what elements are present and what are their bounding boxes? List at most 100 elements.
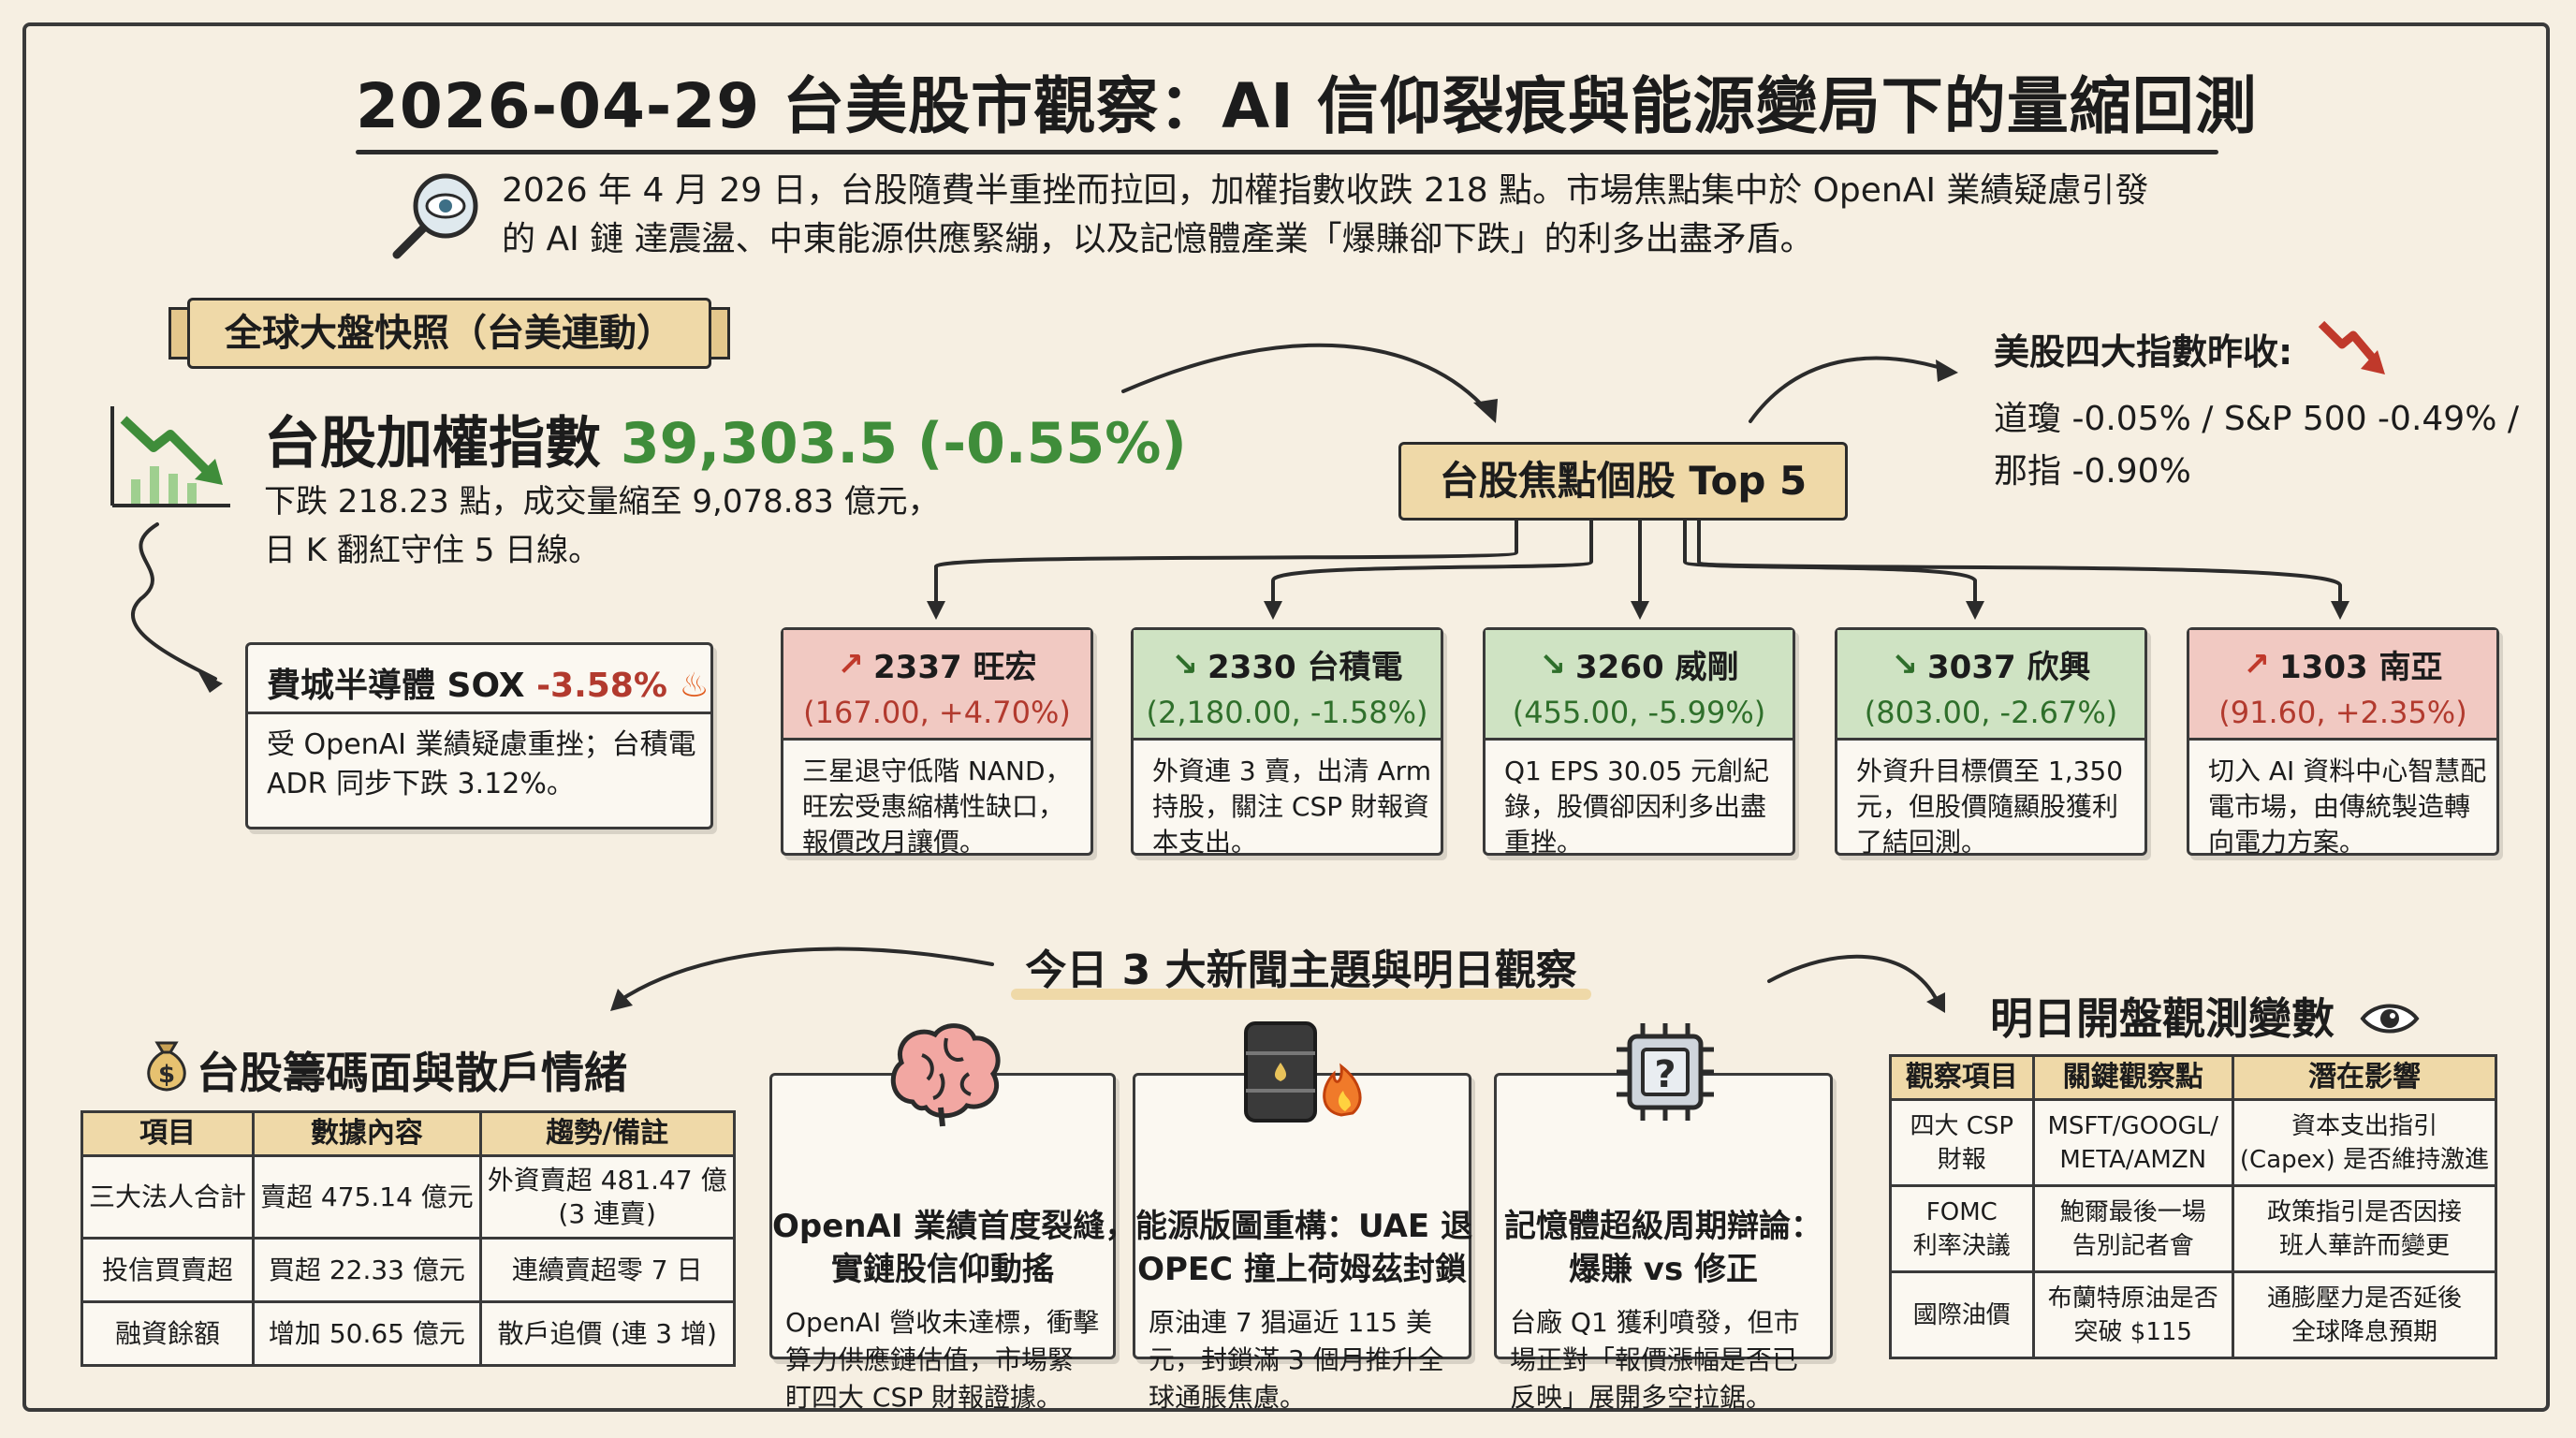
- table-cell: 三大法人合計: [80, 1154, 256, 1240]
- stock-desc: 外資連 3 賣，出清 Arm 持股，關注 CSP 財報資 本支出。: [1134, 741, 1441, 873]
- stock-desc-line: 外資連 3 賣，出清 Arm: [1152, 756, 1431, 786]
- taiex-value: 39,303.5 (-0.55%): [620, 411, 1187, 477]
- stock-desc: Q1 EPS 30.05 元創紀 錄，股價卻因利多出盡 重挫。: [1486, 741, 1793, 873]
- snapshot-banner-wrap: 全球大盤快照（台美連動）: [168, 298, 730, 382]
- stock-card: ↗2337 旺宏 (167.00, +4.70%) 三星退守低階 NAND， 旺…: [781, 627, 1093, 858]
- theme-body-line: 場正對「報價漲幅是否已: [1510, 1344, 1799, 1375]
- cell-line: 利率決議: [1912, 1231, 2011, 1260]
- stock-name: 1303 南亞: [2279, 649, 2443, 686]
- cell-line: (Capex) 是否維持激進: [2239, 1145, 2489, 1174]
- table-header-row: 項目 數據內容 趨勢/備註: [80, 1110, 736, 1157]
- trend-down-icon: [2318, 320, 2385, 374]
- theme-title: OpenAI 業績首度裂縫， 實鏈股信仰動搖: [772, 1205, 1136, 1291]
- trend-down-icon: ↘: [1171, 645, 1199, 683]
- table-cell: 連續賣超零 7 日: [478, 1237, 736, 1303]
- fire-icon: ♨: [679, 667, 710, 705]
- page-frame: [22, 22, 2550, 1412]
- stock-desc: 外資升目標價至 1,350 元，但股價隨顯股獲利 了結回測。: [1837, 741, 2144, 873]
- stock-price: (455.00, -5.99%): [1512, 695, 1766, 730]
- stock-name: 3037 欣興: [1927, 649, 2091, 686]
- cell-line: 財報: [1937, 1145, 1986, 1174]
- theme-title: 記憶體超級周期辯論： 爆賺 vs 修正: [1497, 1205, 1830, 1291]
- table-header: 潛在影響: [2231, 1054, 2498, 1101]
- stock-name-row: ↗2337 旺宏: [783, 641, 1090, 687]
- theme-card: 能源版圖重構：UAE 退 OPEC 撞上荷姆茲封鎖 原油連 7 猖逼近 115 …: [1133, 1021, 1472, 1413]
- trend-up-icon: ↗: [2243, 645, 2271, 683]
- theme-body-line: 反映」展開多空拉鋸。: [1510, 1382, 1773, 1413]
- us-indices-label: 美股四大指數昨收:: [1994, 331, 2293, 373]
- theme-body-line: 台廠 Q1 獲利噴發，但市: [1510, 1307, 1800, 1338]
- table-header-row: 觀察項目 關鍵觀察點 潛在影響: [1889, 1054, 2498, 1101]
- intro-text: 2026 年 4 月 29 日，台股隨費半重挫而拉回，加權指數收跌 218 點。…: [502, 167, 2280, 264]
- eye-icon: [2360, 1004, 2420, 1034]
- stock-name-row: ↗1303 南亞: [2189, 641, 2496, 687]
- stock-desc-line: 元，但股價隨顯股獲利: [1856, 791, 2119, 822]
- table-cell: 散戶追價 (連 3 增): [478, 1300, 736, 1367]
- observe-section-title: 明日開盤觀測變數: [1990, 985, 2421, 1047]
- trend-up-icon: ↗: [837, 645, 865, 683]
- cell-line: 班人華許而變更: [2278, 1231, 2450, 1260]
- sox-desc-line-1: 受 OpenAI 業績疑慮重挫；台積電: [267, 728, 696, 761]
- table-cell: 國際油價: [1889, 1270, 2035, 1359]
- stock-desc: 切入 AI 資料中心智慧配 電市場，由傳統製造轉 向電力方案。: [2189, 741, 2496, 873]
- cell-line: MSFT/GOOGL/: [2047, 1111, 2219, 1140]
- brain-icon: [890, 1023, 1001, 1127]
- theme-body-line: OpenAI 營收未達標，衝擊: [785, 1307, 1100, 1338]
- table-cell: 增加 50.65 億元: [252, 1300, 482, 1367]
- cell-line: 布蘭特原油是否: [2047, 1284, 2218, 1313]
- sox-value: -3.58%: [536, 667, 667, 705]
- table-row: 融資餘額 增加 50.65 億元 散戶追價 (連 3 增): [80, 1300, 736, 1367]
- table-header: 項目: [80, 1110, 256, 1157]
- table-cell: 賣超 475.14 億元: [252, 1154, 482, 1240]
- stock-desc-line: 切入 AI 資料中心智慧配: [2208, 756, 2487, 786]
- title-underline: [356, 150, 2218, 154]
- theme-body-line: 原油連 7 猖逼近 115 美: [1149, 1307, 1432, 1338]
- stock-name: 2337 旺宏: [873, 649, 1037, 686]
- page-title: 2026-04-29 台美股市觀察：AI 信仰裂痕與能源變局下的量縮回測: [356, 70, 2258, 142]
- sox-desc-line-2: ADR 同步下跌 3.12%。: [267, 768, 575, 800]
- stock-card-header: ↘3260 威剛 (455.00, -5.99%): [1486, 630, 1793, 741]
- sox-label: 費城半導體 SOX: [267, 667, 525, 705]
- stock-price: (167.00, +4.70%): [803, 695, 1071, 730]
- table-cell: 買超 22.33 億元: [252, 1237, 482, 1303]
- stock-desc-line: 旺宏受惠縮構性缺口，: [802, 791, 1065, 822]
- us-indices-line-1: 道瓊 -0.05% / S&P 500 -0.49% /: [1994, 400, 2519, 438]
- svg-text:$: $: [158, 1061, 175, 1089]
- sox-header: 費城半導體 SOX -3.58% ♨: [248, 645, 710, 714]
- trend-down-icon: ↘: [1891, 645, 1919, 683]
- table-header: 關鍵觀察點: [2031, 1054, 2234, 1101]
- theme-title-line: 爆賺 vs 修正: [1568, 1251, 1759, 1288]
- chips-table: 項目 數據內容 趨勢/備註 三大法人合計 賣超 475.14 億元 外資賣超 4…: [80, 1110, 736, 1367]
- cell-line: (3 連賣): [558, 1197, 656, 1229]
- stock-desc-line: 了結回測。: [1856, 827, 1988, 858]
- snapshot-banner: 全球大盤快照（台美連動）: [187, 298, 711, 369]
- magnifier-eye-icon: [392, 173, 478, 259]
- stock-desc-line: 持股，關注 CSP 財報資: [1152, 791, 1430, 822]
- table-header: 數據內容: [252, 1110, 482, 1157]
- stock-card-header: ↗1303 南亞 (91.60, +2.35%): [2189, 630, 2496, 741]
- stock-name-row: ↘3260 威剛: [1486, 641, 1793, 687]
- theme-body: 原油連 7 猖逼近 115 美 元，封鎖滿 3 個月推升全 球通脹焦慮。: [1135, 1304, 1469, 1416]
- table-cell: 投信買賣超: [80, 1237, 256, 1303]
- chips-section-title: 台股籌碼面與散戶情緒: [197, 1048, 627, 1098]
- cell-line: 鮑爾最後一場: [2059, 1197, 2206, 1226]
- cell-line: 國際油價: [1912, 1300, 2011, 1329]
- stock-card-header: ↘2330 台積電 (2,180.00, -1.58%): [1134, 630, 1441, 741]
- oil-barrel-icon: [1244, 1021, 1362, 1123]
- trend-down-icon: ↘: [1539, 645, 1567, 683]
- table-row: 三大法人合計 賣超 475.14 億元 外資賣超 481.47 億(3 連賣): [80, 1154, 736, 1240]
- us-indices-title: 美股四大指數昨收:: [1994, 323, 2292, 374]
- stock-card-header: ↘3037 欣興 (803.00, -2.67%): [1837, 630, 2144, 741]
- stock-desc-line: 錄，股價卻因利多出盡: [1504, 791, 1767, 822]
- theme-title-line: 能源版圖重構：UAE 退: [1135, 1208, 1472, 1245]
- stock-price: (2,180.00, -1.58%): [1146, 695, 1428, 730]
- table-header: 觀察項目: [1889, 1054, 2035, 1101]
- intro-line-2: 的 AI 鏈 達震盪、中東能源供應緊繃，以及記憶體產業「爆賺卻下跌」的利多出盡矛…: [502, 220, 1814, 258]
- table-cell: MSFT/GOOGL/META/AMZN: [2031, 1098, 2234, 1187]
- cell-line: 外資賣超 481.47 億: [487, 1164, 727, 1196]
